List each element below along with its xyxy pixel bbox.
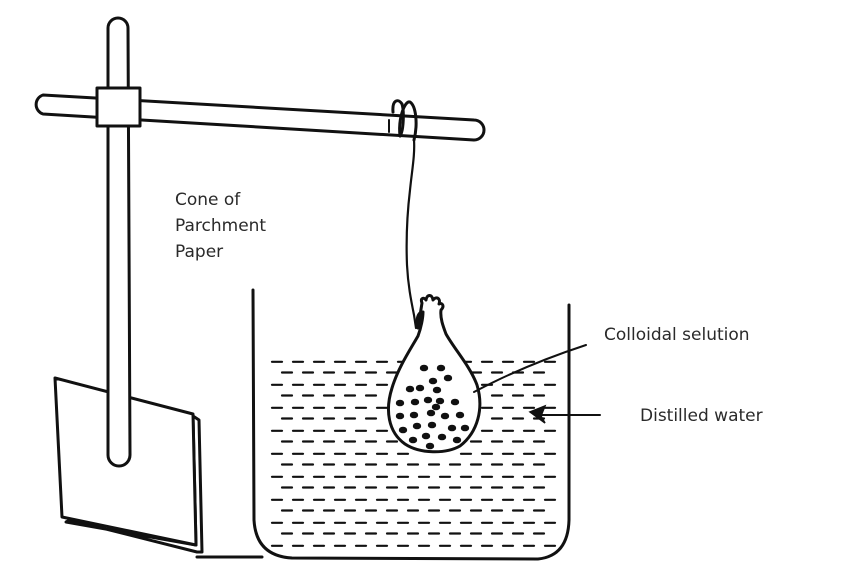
colloid-particle [455, 411, 465, 419]
vertical-rod [106, 16, 132, 468]
colloid-particle [415, 384, 425, 392]
label-cone-line2: Parchment [175, 216, 267, 236]
colloid-particle [432, 386, 442, 394]
colloid-particle [437, 433, 447, 441]
colloid-particle [419, 364, 429, 372]
colloid-particle [408, 436, 418, 444]
string-loop-2 [398, 100, 418, 142]
clamp-box [95, 86, 142, 128]
colloidal-solution-pointer [473, 344, 587, 393]
hanging-string [405, 138, 418, 330]
label-cone-line3: Paper [175, 242, 224, 262]
stand-base [53, 376, 264, 559]
colloid-particle [426, 409, 436, 417]
colloid-particle [436, 364, 446, 372]
colloid-particle [410, 398, 420, 406]
vertical-rod-body [106, 16, 132, 468]
beaker-outline [251, 288, 571, 561]
pointer-lines [473, 344, 601, 424]
colloid-particle [412, 422, 422, 430]
colloid-particle [427, 421, 437, 429]
colloid-particle [431, 403, 441, 411]
string-loop-1 [391, 99, 405, 138]
beaker [251, 288, 571, 561]
colloid-particle [395, 399, 405, 407]
label-distilled-water: Distilled water [640, 406, 763, 426]
colloidal-particles [395, 364, 470, 450]
distilled-water-arrowhead [528, 404, 547, 424]
colloid-particle [398, 426, 408, 434]
label-colloidal-solution: Colloidal selution [604, 325, 750, 345]
horizontal-rod [34, 93, 486, 142]
colloid-particle [395, 412, 405, 420]
colloid-particle [435, 397, 445, 405]
distilled-water [270, 360, 557, 547]
colloid-particle [409, 411, 419, 419]
colloid-particle [443, 374, 453, 382]
colloid-particle [460, 424, 470, 432]
label-cone-line1: Cone of [175, 190, 241, 210]
label-cone-of-parchment-paper: Cone of Parchment Paper [175, 187, 295, 265]
colloid-particle [452, 436, 462, 444]
colloid-particle [428, 377, 438, 385]
colloid-particle [405, 385, 415, 393]
colloid-particle [440, 412, 450, 420]
string-loop [388, 99, 418, 142]
colloid-particle [425, 442, 435, 450]
colloid-particle [447, 424, 457, 432]
colloid-particle [423, 396, 433, 404]
colloid-particle [421, 432, 431, 440]
colloid-particle [450, 398, 460, 406]
horizontal-rod-body [34, 93, 486, 142]
